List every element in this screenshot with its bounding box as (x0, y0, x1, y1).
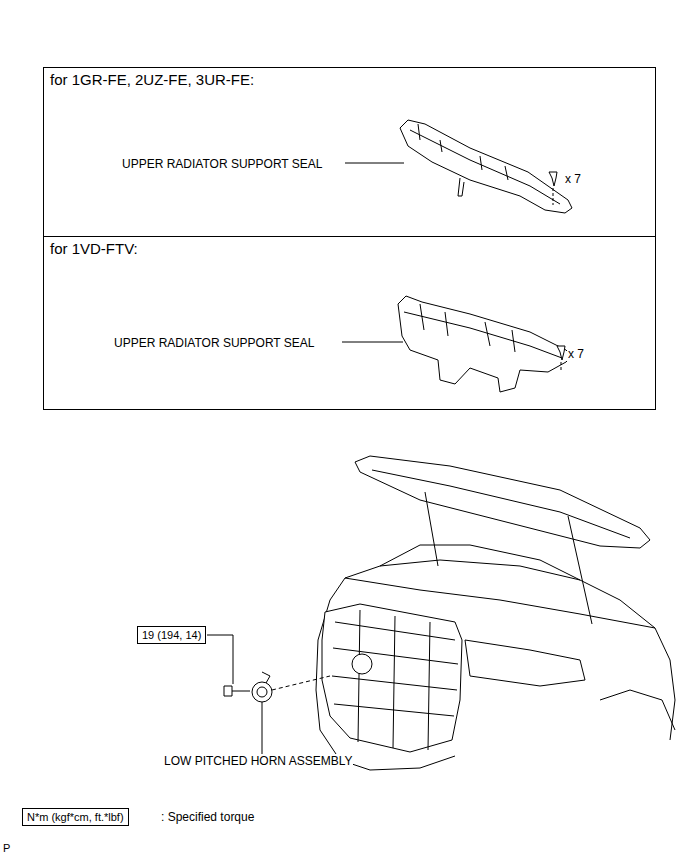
torque-box: 19 (194, 14) (137, 626, 206, 644)
legend-text: : Specified torque (160, 810, 255, 824)
torque-value: 19 (194, 14) (142, 629, 201, 641)
torque-value: N*m (kgf*cm, ft.*lbf) (27, 811, 124, 823)
quantity-label: x 7 (564, 172, 582, 186)
variant-heading: for 1VD-FTV: (50, 240, 138, 258)
variant-panel: for 1GR-FE, 2UZ-FE, 3UR-FE: UPPER RADIATO… (43, 67, 656, 237)
part-name: UPPER RADIATOR SUPPORT SEAL (121, 157, 324, 171)
variant-heading: for 1GR-FE, 2UZ-FE, 3UR-FE: (50, 71, 254, 89)
part-name: UPPER RADIATOR SUPPORT SEAL (113, 336, 316, 350)
page-mark: P (2, 841, 11, 854)
part-name: LOW PITCHED HORN ASSEMBLY (163, 754, 353, 768)
torque-unit-box: N*m (kgf*cm, ft.*lbf) (22, 808, 129, 826)
variant-panel: for 1VD-FTV: UPPER RADIATOR SUPPORT SEAL x… (43, 236, 656, 410)
quantity-label: x 7 (567, 347, 585, 361)
